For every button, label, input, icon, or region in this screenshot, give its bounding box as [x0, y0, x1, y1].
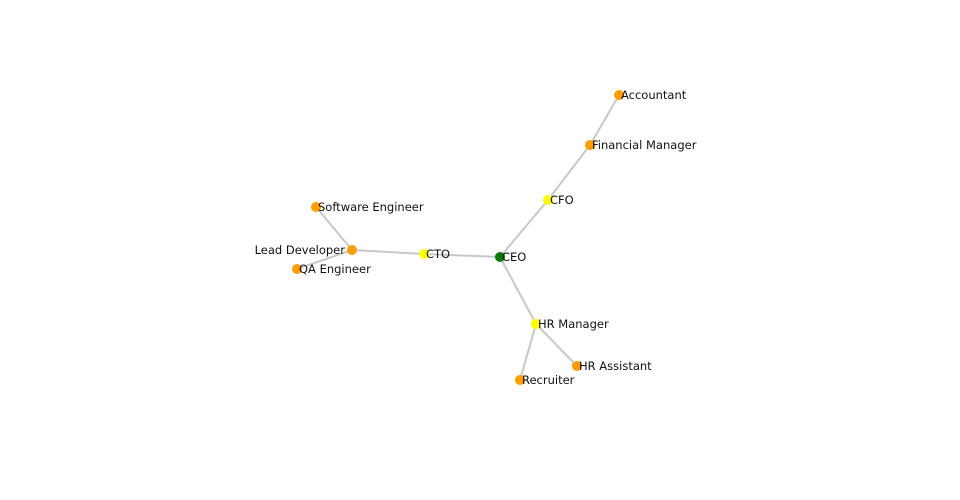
edge-lead-developer-qa-engineer — [296, 249, 353, 270]
node-hr-assistant[interactable]: HR Assistant — [572, 359, 652, 373]
node-label: Accountant — [621, 88, 687, 102]
node-label: CEO — [502, 250, 526, 264]
edge-ceo-hr-manager — [499, 256, 537, 325]
edge-hr-manager-recruiter — [519, 323, 537, 381]
node-software-engineer[interactable]: Software Engineer — [311, 200, 424, 214]
edge-ceo-cfo — [499, 199, 549, 258]
node-label: HR Assistant — [579, 359, 652, 373]
node-cfo[interactable]: CFO — [543, 193, 574, 207]
node-label: Software Engineer — [318, 200, 424, 214]
edge-ceo-cto — [423, 253, 501, 258]
node-circle[interactable] — [419, 249, 429, 259]
edge-cfo-financial-manager — [547, 144, 591, 201]
node-circle[interactable] — [614, 90, 624, 100]
node-qa-engineer[interactable]: QA Engineer — [292, 262, 371, 276]
node-circle[interactable] — [292, 264, 302, 274]
node-financial-manager[interactable]: Financial Manager — [585, 138, 697, 152]
node-label: Recruiter — [522, 373, 575, 387]
node-circle[interactable] — [515, 375, 525, 385]
edge-financial-manager-accountant — [589, 94, 620, 146]
node-label: Lead Developer — [255, 243, 346, 257]
edge-hr-manager-hr-assistant — [535, 323, 578, 367]
edges-layer — [296, 94, 620, 381]
node-label: QA Engineer — [299, 262, 371, 276]
edge-cto-lead-developer — [351, 249, 425, 255]
node-recruiter[interactable]: Recruiter — [515, 373, 575, 387]
node-circle[interactable] — [347, 245, 357, 255]
node-label: Financial Manager — [592, 138, 697, 152]
node-hr-manager[interactable]: HR Manager — [531, 317, 609, 331]
node-circle[interactable] — [311, 202, 321, 212]
node-circle[interactable] — [572, 361, 582, 371]
node-label: CFO — [550, 193, 574, 207]
node-ceo[interactable]: CEO — [495, 250, 526, 264]
node-circle[interactable] — [531, 319, 541, 329]
node-label: HR Manager — [538, 317, 609, 331]
nodes-layer: CEO CTO CFO HR Manager Lead Developer Softwar… — [255, 88, 697, 387]
node-label: CTO — [426, 247, 450, 261]
node-accountant[interactable]: Accountant — [614, 88, 687, 102]
node-lead-developer[interactable]: Lead Developer — [255, 243, 357, 257]
node-circle[interactable] — [495, 252, 505, 262]
node-cto[interactable]: CTO — [419, 247, 450, 261]
node-circle[interactable] — [543, 195, 553, 205]
node-circle[interactable] — [585, 140, 595, 150]
edge-lead-developer-software-engineer — [315, 206, 353, 251]
